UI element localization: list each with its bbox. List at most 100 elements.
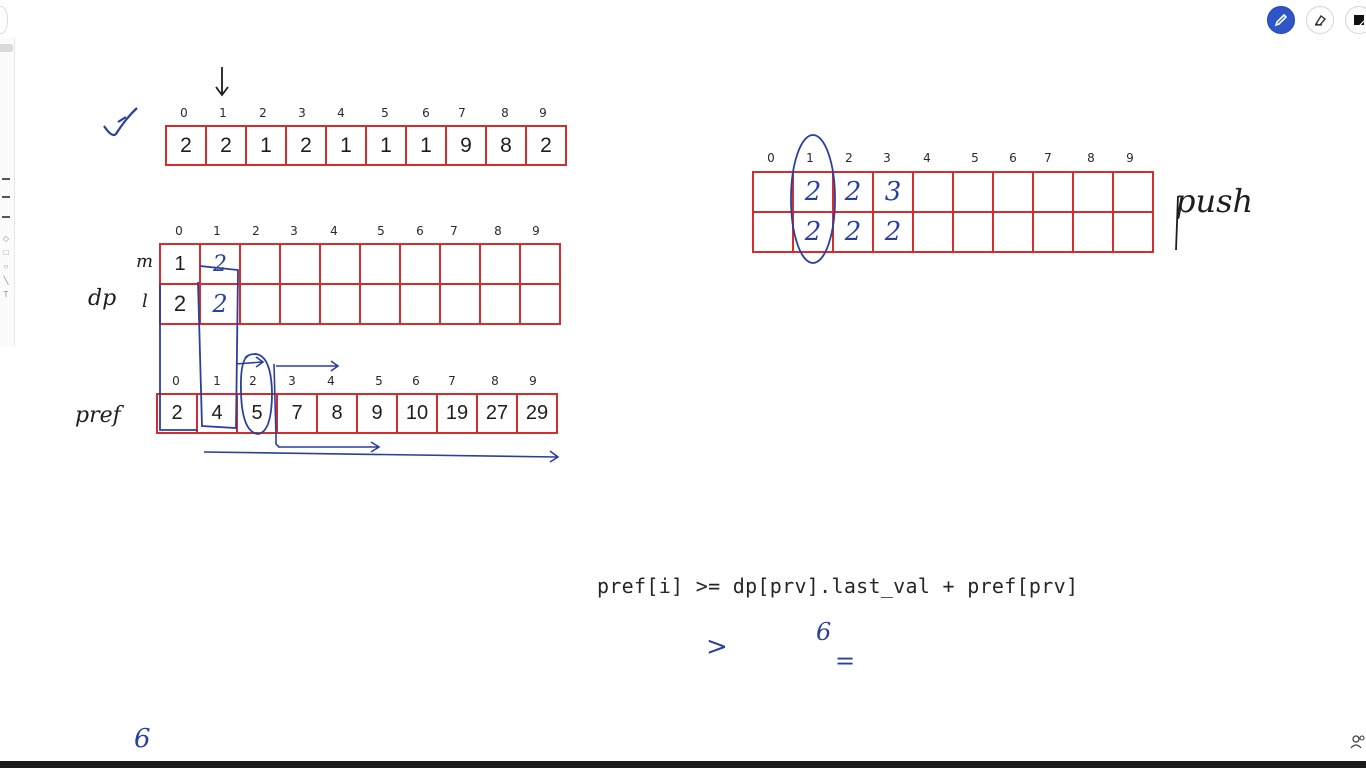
push-top-cell: 2 [792, 171, 834, 213]
dp-l-cell: 2 [159, 283, 201, 325]
strip-mark [2, 216, 10, 218]
strip-mark [2, 196, 10, 198]
push-bottom-cell [1072, 211, 1114, 253]
dp-index: 8 [494, 224, 502, 238]
input-cell: 1 [245, 125, 287, 166]
pref-index: 2 [249, 374, 257, 388]
dp-m-cell [399, 243, 441, 285]
dp-m-cell [439, 243, 481, 285]
dp-l-cell [319, 283, 361, 325]
dp-m-cell [279, 243, 321, 285]
pref-index: 8 [491, 374, 499, 388]
dp-l-cell [479, 283, 521, 325]
dp-l-cell [279, 283, 321, 325]
pref-cell: 2 [156, 393, 198, 434]
input-index: 4 [337, 106, 345, 120]
dp-row-label-m: m [136, 251, 154, 272]
push-index: 4 [923, 151, 931, 165]
push-bottom-cell [952, 211, 994, 253]
push-index: 0 [767, 151, 775, 165]
push-top-cell [912, 171, 954, 213]
push-label: push [1175, 182, 1254, 220]
pref-index: 6 [412, 374, 420, 388]
push-index: 9 [1126, 151, 1134, 165]
dp-index: 5 [377, 224, 385, 238]
strip-circle-icon[interactable]: ○ [3, 262, 9, 271]
dp-m-cell [479, 243, 521, 285]
push-index: 7 [1044, 151, 1052, 165]
dp-l-cell [439, 283, 481, 325]
scribble-greater-than: > [706, 632, 728, 662]
strip-tab[interactable] [0, 44, 13, 52]
dp-m-cell: 2 [199, 243, 241, 285]
corner-handle[interactable] [0, 6, 8, 34]
input-index: 5 [381, 106, 389, 120]
push-bottom-cell [752, 211, 794, 253]
push-index: 3 [883, 151, 891, 165]
sticky-note-tool-button[interactable] [1345, 6, 1366, 34]
pref-cell: 29 [516, 393, 558, 434]
dp-index: 7 [450, 224, 458, 238]
dp-index: 1 [213, 224, 221, 238]
push-index: 8 [1087, 151, 1095, 165]
pref-index: 4 [327, 374, 335, 388]
dp-index: 0 [175, 224, 183, 238]
push-top-cell: 3 [872, 171, 914, 213]
pref-index: 9 [529, 374, 537, 388]
dp-label: dp [88, 286, 117, 311]
push-top-cell [992, 171, 1034, 213]
input-cell: 8 [485, 125, 527, 166]
eraser-tool-button[interactable] [1306, 6, 1334, 34]
dp-index: 9 [532, 224, 540, 238]
input-cell: 1 [365, 125, 407, 166]
pref-cell: 8 [316, 393, 358, 434]
dp-m-cell [319, 243, 361, 285]
input-cell: 1 [325, 125, 367, 166]
pen-tool-button[interactable] [1267, 6, 1295, 34]
bottom-bar [0, 761, 1366, 768]
pref-index: 7 [448, 374, 456, 388]
pencil-icon [1274, 13, 1288, 27]
push-bottom-cell [1032, 211, 1074, 253]
dp-l-cell [239, 283, 281, 325]
push-bottom-cell [912, 211, 954, 253]
pref-cell: 5 [236, 393, 278, 434]
pointer-arrow [215, 67, 229, 97]
sticky-note-icon [1354, 15, 1365, 26]
strip-square-icon[interactable]: □ [3, 248, 9, 257]
dp-l-cell: 2 [199, 283, 241, 325]
dp-row-label-l: l [142, 291, 148, 312]
dp-m-cell: 1 [159, 243, 201, 285]
input-index: 2 [259, 106, 267, 120]
push-top-cell [1112, 171, 1154, 213]
participants-button[interactable] [1350, 733, 1366, 751]
push-top-cell: 2 [832, 171, 874, 213]
dp-index: 4 [330, 224, 338, 238]
push-index: 6 [1009, 151, 1017, 165]
strip-text-icon[interactable]: T [3, 290, 9, 299]
pref-cell: 7 [276, 393, 318, 434]
push-index: 2 [845, 151, 853, 165]
push-bottom-cell: 2 [832, 211, 874, 253]
side-tool-strip[interactable]: ◇ □ ○ ╲ T [0, 38, 15, 346]
push-top-cell [952, 171, 994, 213]
strip-shape-icon[interactable]: ◇ [2, 234, 10, 243]
input-index: 1 [219, 106, 227, 120]
pref-index: 0 [172, 374, 180, 388]
eraser-icon [1314, 14, 1327, 26]
pref-index: 5 [375, 374, 383, 388]
push-index: 5 [971, 151, 979, 165]
dp-index: 6 [416, 224, 424, 238]
input-index: 3 [298, 106, 306, 120]
input-cell: 2 [205, 125, 247, 166]
strip-line-icon[interactable]: ╲ [3, 276, 9, 285]
scribble-equals: = [835, 647, 856, 675]
pref-label: pref [75, 403, 121, 428]
pref-index: 3 [288, 374, 296, 388]
push-top-cell [1032, 171, 1074, 213]
arrow-pref-2 [235, 356, 265, 368]
check-mark [103, 107, 138, 137]
participants-icon [1350, 735, 1365, 749]
input-index: 7 [458, 106, 466, 120]
